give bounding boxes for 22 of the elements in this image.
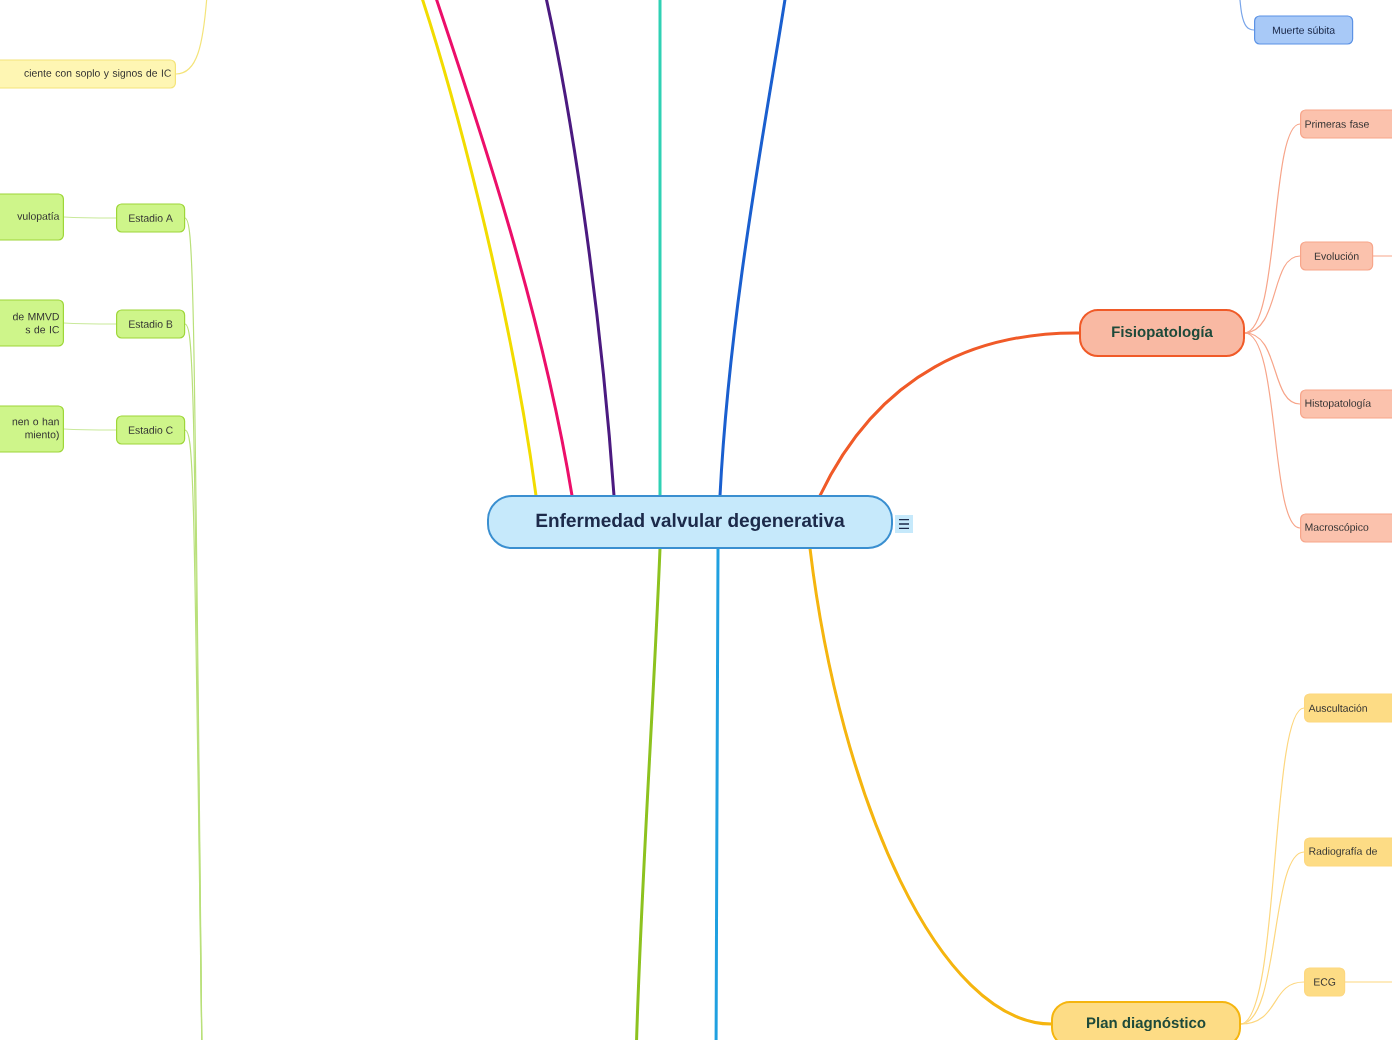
branch-line <box>1243 332 1301 529</box>
branch-line <box>1235 0 1255 31</box>
branch-line <box>658 0 662 496</box>
branch-line <box>1243 332 1301 405</box>
branch-line <box>540 0 616 496</box>
branch-line <box>1344 981 1392 983</box>
branch-line <box>1239 851 1305 1025</box>
branch-line <box>63 216 117 219</box>
branch-line <box>63 322 117 325</box>
branch-line <box>1372 255 1392 257</box>
branch-line <box>714 548 720 1040</box>
branch-line <box>634 548 662 1040</box>
branch-line <box>1243 123 1301 334</box>
branch-line <box>818 331 1080 497</box>
branch-line <box>718 0 790 496</box>
branch-line <box>1239 707 1305 1025</box>
branch-line <box>63 428 117 431</box>
branch-line <box>1243 255 1301 334</box>
branch-line <box>1239 981 1305 1025</box>
branch-line <box>175 0 209 75</box>
branch-line <box>808 548 1052 1026</box>
central-topic: Enfermedad valvular degenerativa <box>487 495 893 549</box>
